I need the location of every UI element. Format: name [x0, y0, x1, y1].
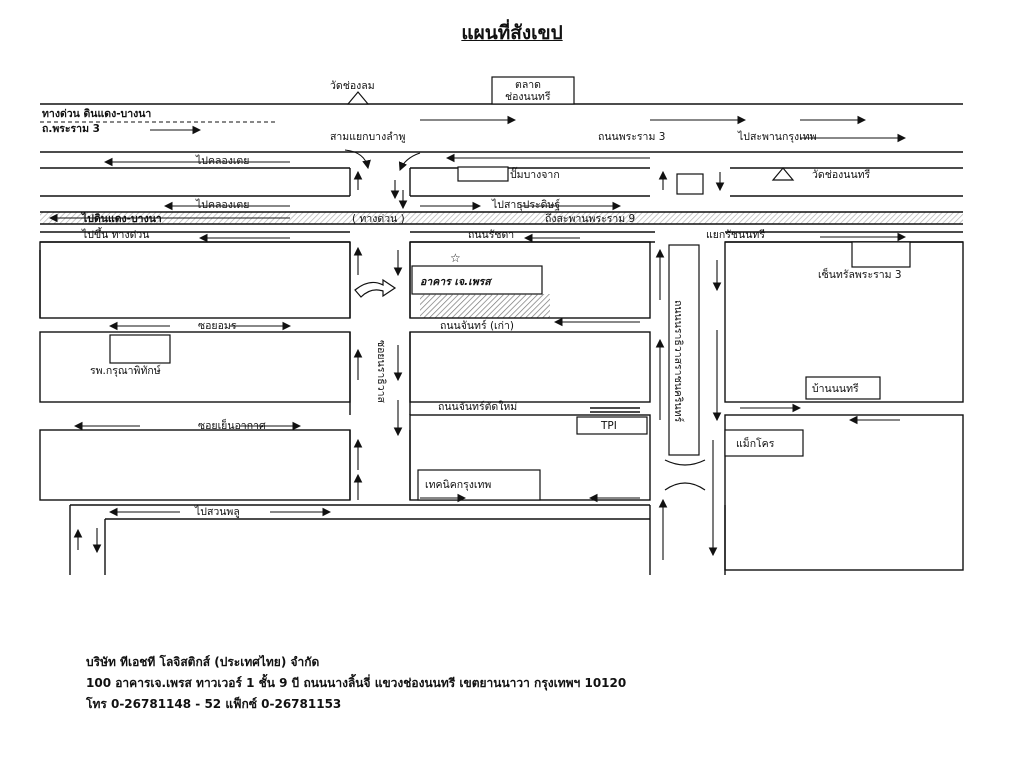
label-ban-nonsi: บ้านนนทรี [812, 382, 859, 395]
label-expressway: ทางด่วน ดินแดง-บางนา [42, 108, 151, 120]
technic-box [417, 469, 541, 501]
label-wat-chong-nonsi: วัดช่องนนทรี [812, 168, 871, 181]
company-footer: บริษัท ทีเอชที โลจิสติกส์ (ประเทศไทย) จำ… [86, 652, 626, 715]
company-name: บริษัท ทีเอชที โลจิสติกส์ (ประเทศไทย) จำ… [86, 655, 320, 669]
entrance-arrow-icon [354, 278, 397, 298]
label-thanon-chan-new: ถนนจันทร์ตัดใหม่ [438, 400, 517, 413]
block-left-3 [39, 429, 351, 501]
label-soi-yen-akat: ซอยเย็นอากาศ [198, 418, 266, 432]
rama3-road [40, 103, 963, 153]
label-rama3-side: ถ.พระราม 3 [42, 123, 100, 135]
bangchak-box [457, 166, 509, 182]
hospital-box [109, 334, 171, 364]
small-building [676, 173, 704, 195]
block-right-1 [724, 241, 964, 403]
label-pai-suan-phlu: ไปสวนพลู [194, 505, 240, 518]
company-contact: โทร 0-26781148 - 52 แฟ็กซ์ 0-26781153 [86, 697, 342, 711]
central-box [851, 241, 911, 268]
label-central: เซ็นทรัลพระราม 3 [818, 267, 902, 281]
map-title: แผนที่สังเขป [461, 22, 563, 44]
label-thanon-rama3: ถนนพระราม 3 [598, 131, 665, 143]
jpress-building [411, 265, 543, 295]
block-left-1 [39, 241, 351, 319]
label-vertical-road: ถนนนราธิวาสราชนครินทร์ [672, 300, 685, 423]
label-sam-yaek: สามแยกบางลำพู [330, 131, 406, 143]
label-talad: ตลาด [515, 79, 541, 91]
label-tpi: TPI [600, 420, 617, 432]
label-thang-duan: ( ทางด่วน ) [352, 213, 405, 225]
label-pai-klong-toey-1: ไปคลองเตย [195, 154, 249, 167]
label-makro: แม็กโคร [736, 436, 775, 450]
ban-nonsi-box [805, 376, 881, 400]
label-to-saphan-rama9: ถึงสะพานพระราม 9 [545, 213, 635, 225]
underpass-1 [664, 459, 706, 466]
star-icon: ☆ [450, 251, 461, 265]
label-pai-klong-toey-2: ไปคลองเตย [195, 198, 249, 211]
temple-icon [346, 91, 370, 105]
label-pam-bangchak: ปั๊มบางจาก [510, 166, 560, 181]
label-thanon-ratchada: ถนนรัชดา [468, 229, 514, 241]
label-soi-vertical: ซอยนราธิวาส [375, 340, 387, 403]
market-box [491, 76, 575, 105]
building-shadow [420, 294, 550, 318]
block-2 [409, 331, 651, 403]
arrow-turn-1 [344, 149, 371, 170]
label-pai-saphan: ไปสะพานกรุงเทพ [737, 130, 817, 143]
block-1 [409, 241, 651, 319]
temple-icon-2 [771, 167, 795, 181]
label-yaek-ratchanonsi: แยกรัชนนทรี [706, 228, 765, 241]
block-left-2 [39, 331, 351, 403]
company-address: 100 อาคารเจ.เพรส ทาวเวอร์ 1 ชั้น 9 บี ถน… [86, 676, 627, 690]
label-building: อาคาร เจ.เพรส [420, 276, 493, 288]
label-soi-yom: ซอยอมร [198, 320, 237, 332]
label-technic: เทคนิคกรุงเทพ [425, 479, 491, 491]
underpass-2 [664, 482, 706, 491]
label-thanon-chan-old: ถนนจันทร์ (เก่า) [440, 319, 514, 332]
label-talad-2: ช่องนนทรี [505, 90, 551, 103]
label-pai-satupradit: ไปสาธุประดิษฐ์ [491, 198, 560, 211]
block-right-2 [724, 414, 964, 571]
arrow-turn-2 [398, 152, 421, 172]
expressway-band [40, 212, 963, 224]
narathiwat-road [668, 244, 700, 456]
label-wat-chong-lom: วัดช่องลม [330, 80, 375, 92]
tpi-box [576, 416, 648, 435]
makro-box [724, 429, 804, 457]
label-rp-karun: รพ.กรุณาพิทักษ์ [90, 364, 161, 377]
label-pai-khuen: ไปขึ้น ทางด่วน [81, 227, 149, 241]
